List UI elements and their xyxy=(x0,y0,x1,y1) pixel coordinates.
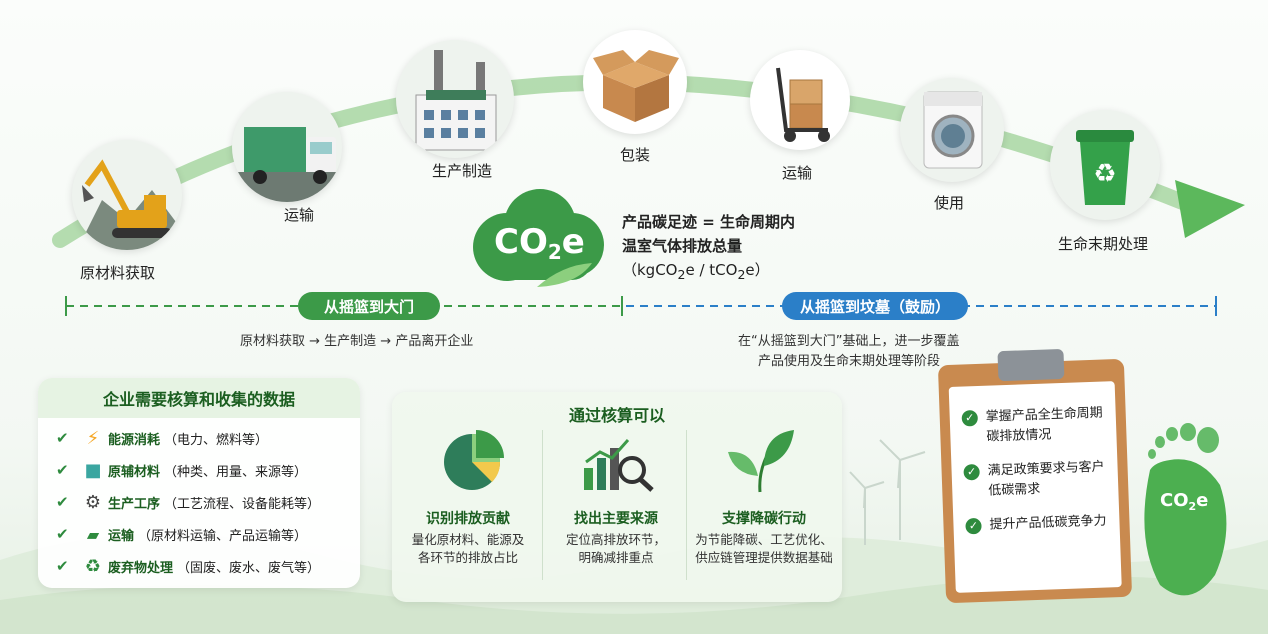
data-item-process: ✔⚙ 生产工序（工艺流程、设备能耗等） xyxy=(56,491,321,513)
co2-cloud-icon xyxy=(473,189,604,287)
benefit-col-support: 支撑降碳行动 为节能降碳、工艺优化、 供应链管理提供数据基础 xyxy=(695,511,833,565)
clipboard: ✓ 掌握产品全生命周期碳排放情况 ✓ 满足政策要求与客户低碳需求 ✓ 提升产品低… xyxy=(937,348,1133,604)
data-card-title: 企业需要核算和收集的数据 xyxy=(38,378,360,418)
wind-turbine-icon xyxy=(849,439,926,545)
footprint-co2-text: CO2e xyxy=(1160,490,1209,513)
clipboard-clip xyxy=(997,348,1065,382)
footprint-icon xyxy=(1144,423,1227,596)
stage-circle-packaging xyxy=(583,30,687,134)
benefits-card-title: 通过核算可以 xyxy=(568,406,665,425)
leaf-icon xyxy=(728,430,794,493)
check-icon: ✓ xyxy=(961,409,979,427)
washing-machine-icon xyxy=(923,91,983,169)
arc-arrow-head xyxy=(1175,180,1245,238)
box-icon xyxy=(593,50,679,122)
stage-label-end-of-life: 生命末期处理 xyxy=(1058,235,1149,253)
definition-line-2: 温室气体排放总量 xyxy=(622,237,743,255)
carbon-footprint-definition: 产品碳足迹 = 生命周期内 温室气体排放总量 （kgCO2e / tCO2e） xyxy=(622,210,795,287)
scope-cradle-to-gate-badge: 从摇篮到大门 xyxy=(298,292,440,320)
truck-icon: ▰ xyxy=(86,524,100,544)
factory-icon xyxy=(415,50,497,151)
hand-truck-icon xyxy=(776,67,830,142)
data-item-waste: ✔♻ 废弃物处理（固废、废水、废气等） xyxy=(56,555,321,577)
stage-label-raw-material: 原材料获取 xyxy=(80,264,156,282)
definition-unit: （kgCO2e / tCO2e） xyxy=(622,261,770,282)
benefits-card: 通过核算可以 xyxy=(392,392,842,602)
stage-label-manufacturing: 生产制造 xyxy=(432,162,493,180)
scope-cradle-to-grave-note-1: 在“从摇篮到大门”基础上，进一步覆盖 xyxy=(738,334,960,349)
clipboard-item-1: ✓ 掌握产品全生命周期碳排放情况 xyxy=(961,403,1112,448)
data-collection-card: 企业需要核算和收集的数据 ✔⚡ 能源消耗（电力、燃料等） ✔■ 原辅材料（种类、… xyxy=(38,378,360,588)
stage-label-transport-2: 运输 xyxy=(782,164,813,182)
recycle-bin-icon: ♻ xyxy=(1076,130,1134,205)
excavator-icon xyxy=(77,159,182,250)
scope-cradle-to-grave-note-2: 产品使用及生命末期处理等阶段 xyxy=(758,354,941,369)
gears-icon: ⚙ xyxy=(84,491,102,513)
svg-text:♻: ♻ xyxy=(1093,159,1116,189)
stage-circle-raw-material xyxy=(72,140,182,250)
data-item-transport: ✔▰ 运输（原材料运输、产品运输等） xyxy=(56,524,308,544)
cube-icon: ■ xyxy=(84,459,102,481)
benefit-col-locate: 找出主要来源 定位高排放环节， 明确减排重点 xyxy=(565,511,666,565)
stage-label-use: 使用 xyxy=(934,194,965,212)
definition-line-1: 产品碳足迹 = 生命周期内 xyxy=(622,213,796,231)
scope-cradle-to-gate-note: 原材料获取 → 生产制造 → 产品离开企业 xyxy=(240,334,474,349)
check-icon: ✓ xyxy=(965,517,982,535)
stage-circle-end-of-life: ♻ xyxy=(1050,110,1160,220)
stage-label-transport-1: 运输 xyxy=(284,206,315,224)
data-item-energy: ✔⚡ 能源消耗（电力、燃料等） xyxy=(56,427,269,449)
recycle-icon: ♻ xyxy=(84,555,102,577)
check-icon: ✓ xyxy=(963,463,980,481)
lightning-icon: ⚡ xyxy=(86,427,100,449)
co2-cloud-text: CO2e xyxy=(494,222,585,264)
bar-magnifier-icon xyxy=(584,439,654,492)
data-item-materials: ✔■ 原辅材料（种类、用量、来源等） xyxy=(56,459,308,481)
stage-circle-transport-2 xyxy=(750,50,850,150)
clipboard-item-3: ✓ 提升产品低碳竞争力 xyxy=(965,511,1116,536)
stage-circle-manufacturing xyxy=(396,40,514,158)
scope-cradle-to-grave-badge: 从摇篮到坟墓（鼓励） xyxy=(782,292,968,320)
pie-chart-icon xyxy=(444,430,504,490)
clipboard-item-2: ✓ 满足政策要求与客户低碳需求 xyxy=(963,457,1114,502)
stage-circle-use xyxy=(900,78,1004,182)
benefit-col-identify: 识别排放贡献 量化原材料、能源及 各环节的排放占比 xyxy=(411,511,525,565)
stage-label-packaging: 包装 xyxy=(620,146,651,164)
